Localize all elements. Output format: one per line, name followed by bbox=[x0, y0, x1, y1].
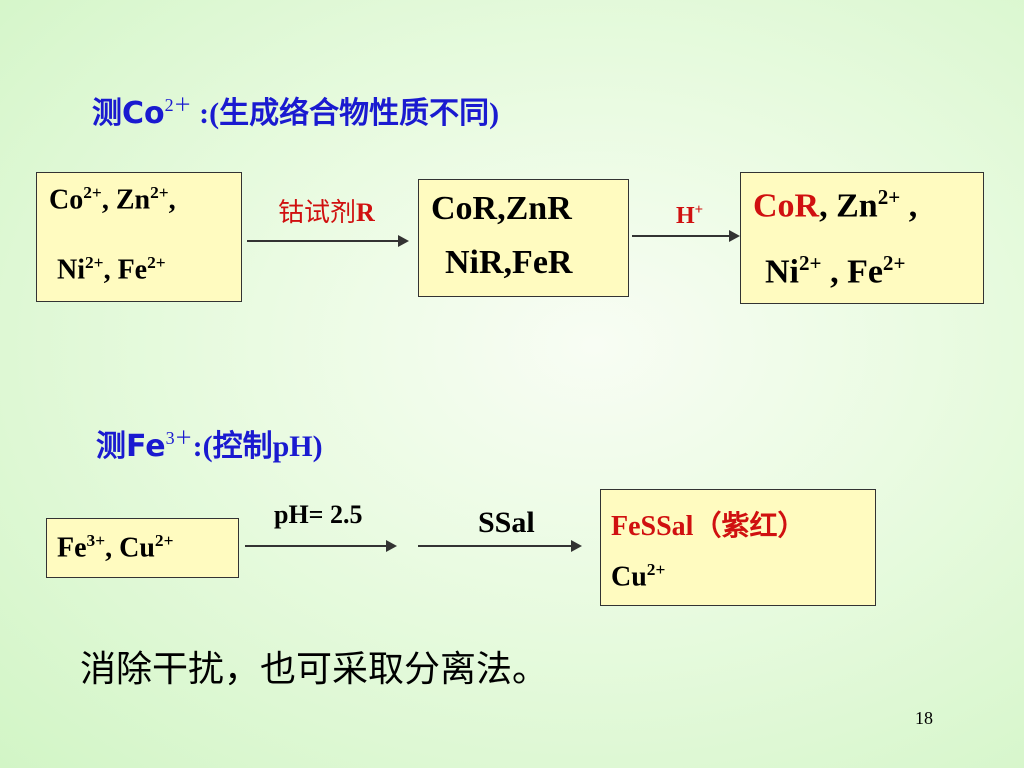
heading-fe-prefix: 测Fe bbox=[96, 429, 166, 464]
heading-co-suffix: :(生成络合物性质不同) bbox=[191, 97, 500, 130]
ion-zn: , Zn bbox=[819, 187, 878, 225]
reagent-label: 钴试剂R bbox=[278, 192, 375, 229]
ion-cu: Cu bbox=[611, 561, 647, 593]
heading-co-sup: 2＋ bbox=[164, 95, 192, 115]
ion-ni-charge: 2+ bbox=[85, 253, 104, 272]
box-complexes-line2: NiR,FeR bbox=[445, 244, 573, 281]
reagent-label-cjk: 钴试剂 bbox=[278, 198, 357, 228]
ion-co-charge: 2+ bbox=[83, 183, 102, 202]
comma: , bbox=[168, 184, 176, 216]
box-result-line2: Ni2+ , Fe2+ bbox=[765, 251, 905, 292]
ion-fe: Fe bbox=[57, 532, 87, 564]
arrow-add-ssal bbox=[418, 541, 582, 551]
box-fe-cu: Fe3+, Cu2+ bbox=[46, 518, 239, 578]
box-fe-cu-line: Fe3+, Cu2+ bbox=[57, 531, 173, 564]
heading-fe-suffix: :(控制pH) bbox=[192, 430, 323, 463]
box-complexes-line1: CoR,ZnR bbox=[431, 190, 572, 227]
ion-ni: Ni bbox=[765, 253, 799, 291]
arrow-add-reagent bbox=[247, 236, 409, 246]
box-initial-ions: Co2+, Zn2+, Ni2+, Fe2+ bbox=[36, 172, 242, 302]
fessal-label: FeSSal（紫红） bbox=[611, 511, 806, 542]
box-complexes: CoR,ZnR NiR,FeR bbox=[418, 179, 629, 297]
ion-fe: , Fe bbox=[103, 254, 148, 286]
box-initial-line1: Co2+, Zn2+, bbox=[49, 183, 176, 216]
page-number: 18 bbox=[915, 708, 933, 728]
arrow-adjust-ph bbox=[245, 541, 397, 551]
ion-fe-charge: 2+ bbox=[882, 251, 906, 275]
box-result-ions: CoR, Zn2+ , Ni2+ , Fe2+ bbox=[740, 172, 984, 304]
ion-co: Co bbox=[49, 184, 84, 216]
ssal-label: SSal bbox=[478, 506, 535, 539]
reagent-label-r: R bbox=[356, 198, 375, 227]
acid-label-h: H bbox=[676, 202, 695, 229]
note-text: 消除干扰，也可采取分离法。 bbox=[80, 649, 549, 690]
heading-co-prefix: 测Co bbox=[92, 96, 165, 131]
ph-label: pH= 2.5 bbox=[274, 500, 363, 529]
ion-cu-charge: 2+ bbox=[154, 531, 174, 550]
box-fessal-line2: Cu2+ bbox=[611, 560, 665, 593]
heading-fe-sup: 3＋ bbox=[165, 428, 193, 448]
ion-cu-charge: 2+ bbox=[646, 560, 666, 579]
box-fessal: FeSSal（紫红） Cu2+ bbox=[600, 489, 876, 606]
ion-ni-charge: 2+ bbox=[799, 251, 822, 275]
cor-highlight: CoR bbox=[753, 187, 820, 225]
acid-label-charge: + bbox=[694, 202, 704, 218]
ion-cu: , Cu bbox=[105, 532, 155, 564]
acid-label: H+ bbox=[676, 202, 703, 230]
ion-zn-charge: 2+ bbox=[150, 183, 169, 202]
ion-ni: Ni bbox=[57, 254, 85, 286]
ion-zn-charge: 2+ bbox=[877, 185, 901, 209]
box-result-line1: CoR, Zn2+ , bbox=[753, 185, 917, 226]
comma: , bbox=[900, 187, 918, 225]
ion-fe-charge: 3+ bbox=[86, 531, 106, 550]
heading-fe: 测Fe3＋:(控制pH) bbox=[96, 421, 323, 465]
ion-fe-charge: 2+ bbox=[147, 253, 166, 272]
ion-zn: , Zn bbox=[101, 184, 151, 216]
ion-fe: , Fe bbox=[821, 253, 883, 291]
arrow-add-acid bbox=[632, 231, 740, 241]
heading-co: 测Co2＋ :(生成络合物性质不同) bbox=[92, 88, 499, 132]
box-initial-line2: Ni2+, Fe2+ bbox=[57, 253, 166, 286]
